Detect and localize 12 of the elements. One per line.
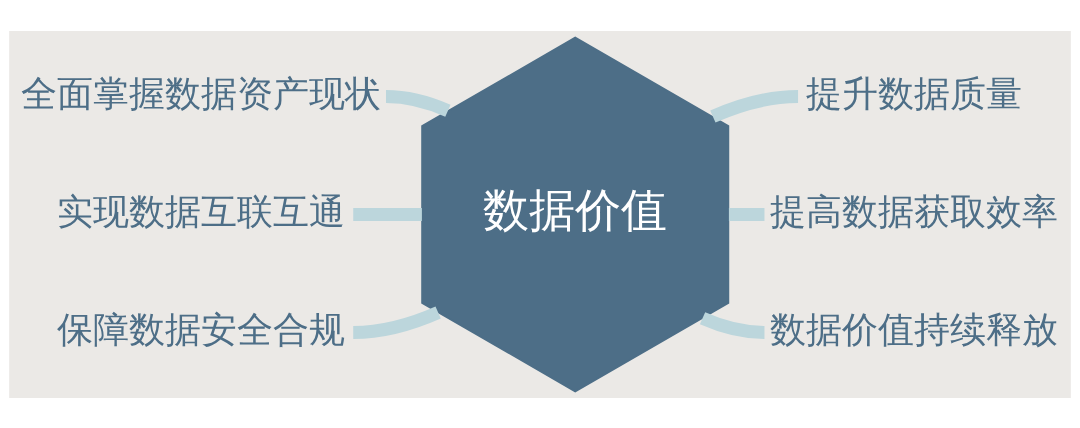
connector (710, 89, 799, 123)
connector (385, 89, 451, 117)
node-text: 保障数据安全合规 (56, 308, 345, 350)
node-text: 数据价值持续释放 (770, 308, 1059, 350)
connector (353, 305, 441, 339)
connector (699, 311, 765, 339)
node-text: 提高数据获取效率 (770, 190, 1059, 232)
connector (353, 207, 422, 221)
connector (728, 207, 765, 221)
node-text: 实现数据互联互通 (56, 190, 345, 232)
node-text: 全面掌握数据资产现状 (20, 72, 381, 114)
node-text: 提升数据质量 (806, 72, 1023, 114)
